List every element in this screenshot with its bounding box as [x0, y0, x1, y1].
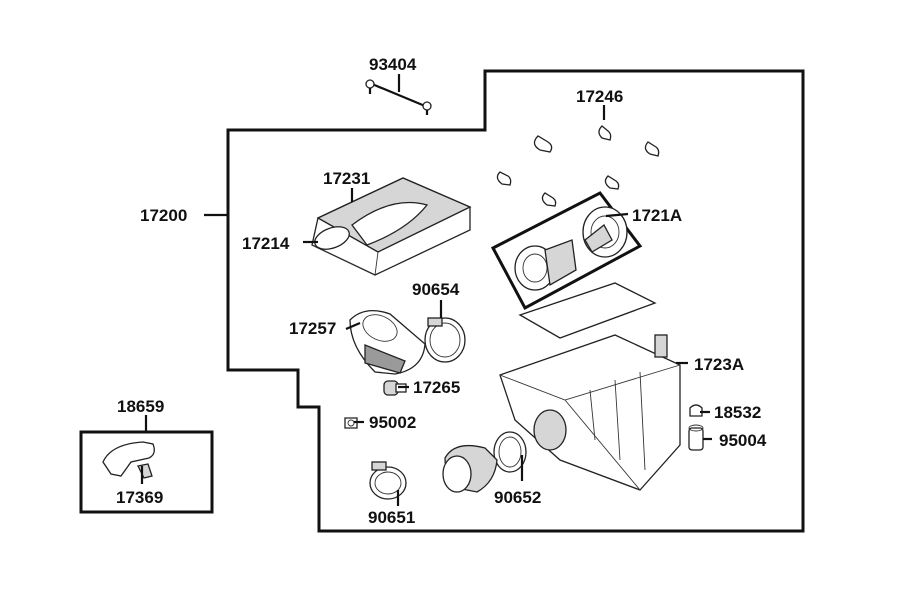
label-93404: 93404 — [369, 55, 417, 74]
label-18659: 18659 — [117, 397, 164, 416]
bolt-pair-93404 — [365, 79, 432, 115]
label-1723A: 1723A — [694, 355, 744, 374]
label-17369: 17369 — [116, 488, 163, 507]
spring-clips-17246 — [496, 125, 660, 207]
label-1721A: 1721A — [632, 206, 682, 225]
filter-element-kit-box — [490, 191, 643, 311]
label-17265: 17265 — [413, 378, 460, 397]
filter-element-1721A — [514, 206, 628, 291]
label-90654: 90654 — [412, 280, 460, 299]
label-17214: 17214 — [242, 234, 290, 253]
intake-duct-17257 — [349, 309, 426, 375]
label-90652: 90652 — [494, 488, 541, 507]
label-17200: 17200 — [140, 206, 187, 225]
label-90651: 90651 — [368, 508, 415, 527]
clip-18532 — [689, 404, 703, 417]
hose-clamp-90651 — [369, 461, 407, 500]
label-17231: 17231 — [323, 169, 370, 188]
inlet-rubber-90652 — [442, 431, 527, 493]
assembly-outline-frame — [226, 69, 805, 533]
breather-hose-18659 — [102, 441, 155, 484]
label-17257: 17257 — [289, 319, 336, 338]
label-18532: 18532 — [714, 403, 761, 422]
drain-plug-95004 — [688, 424, 704, 451]
label-17246: 17246 — [576, 87, 623, 106]
air-cleaner-case-1723A — [499, 282, 681, 491]
label-95004: 95004 — [719, 431, 767, 450]
clip-95002 — [344, 417, 358, 429]
leader-lines — [144, 74, 712, 506]
air-cleaner-cover-17231 — [311, 177, 472, 276]
hose-clamp-90654 — [424, 317, 466, 363]
label-95002: 95002 — [369, 413, 416, 432]
